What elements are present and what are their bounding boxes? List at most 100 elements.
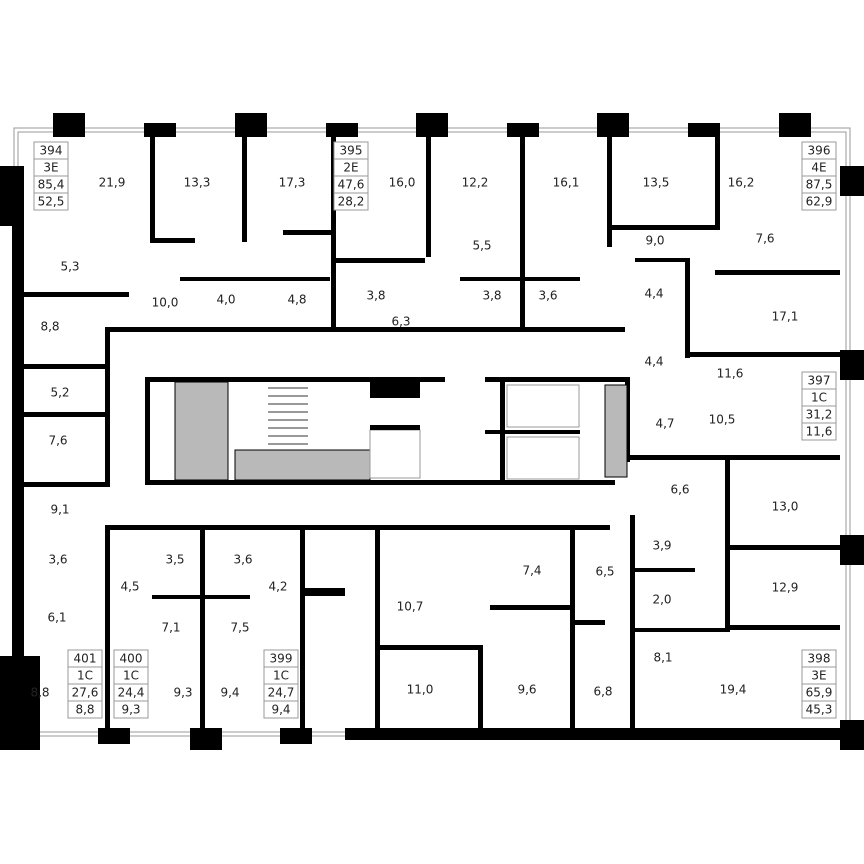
room-area-label: 13,5 — [643, 176, 670, 190]
room-area-label: 9,4 — [220, 686, 239, 700]
apartment-label-cell — [113, 700, 149, 719]
room-area-label: 4,8 — [287, 293, 306, 307]
room-area-label: 3,9 — [652, 539, 671, 553]
apartment-label-cell — [333, 192, 369, 211]
room-area-label: 13,3 — [184, 176, 211, 190]
apartment-total-area: 27,6 — [72, 686, 99, 700]
apartment-living-area: 52,5 — [38, 195, 65, 209]
apartment-type: 1C — [77, 669, 93, 683]
apartment-type: 4E — [811, 161, 826, 175]
room-area-label: 10,5 — [709, 413, 736, 427]
apartment-number: 400 — [120, 652, 143, 666]
apartment-living-area: 11,6 — [806, 425, 833, 439]
room-area-label: 3,6 — [48, 553, 67, 567]
room-area-label: 16,2 — [728, 176, 755, 190]
room-area-label: 9,1 — [50, 503, 69, 517]
apartment-living-area: 9,4 — [271, 703, 290, 717]
room-area-label: 2,0 — [652, 593, 671, 607]
room-area-label: 6,8 — [593, 685, 612, 699]
room-area-label: 6,3 — [391, 315, 410, 329]
room-area-label: 4,5 — [120, 580, 139, 594]
apartment-living-area: 28,2 — [338, 195, 365, 209]
room-area-label: 7,1 — [161, 621, 180, 635]
room-area-label: 4,2 — [268, 580, 287, 594]
apartment-total-area: 24,4 — [118, 686, 145, 700]
apartment-label-cell — [801, 700, 837, 719]
room-area-label: 16,1 — [553, 176, 580, 190]
room-area-label: 7,6 — [48, 434, 67, 448]
apartment-total-area: 65,9 — [806, 686, 833, 700]
room-area-label: 10,0 — [152, 296, 179, 310]
apartment-living-area: 45,3 — [806, 703, 833, 717]
facade-inner-outline — [17, 131, 847, 733]
room-area-label: 4,7 — [655, 417, 674, 431]
room-area-label: 5,5 — [472, 239, 491, 253]
apartment-type: 1C — [273, 669, 289, 683]
apartment-total-area: 47,6 — [338, 178, 365, 192]
apartment-label-cell — [801, 192, 837, 211]
room-area-label: 5,2 — [50, 386, 69, 400]
facade-outline — [13, 127, 851, 737]
room-area-label: 4,0 — [216, 293, 235, 307]
apartment-label-cell — [67, 700, 103, 719]
apartment-number: 395 — [340, 144, 363, 158]
apartment-labels: 3943E85,452,53952E47,628,23964E87,562,93… — [33, 141, 837, 719]
room-area-label: 3,6 — [538, 289, 557, 303]
room-area-label: 12,2 — [462, 176, 489, 190]
room-area-label: 11,6 — [717, 367, 744, 381]
apartment-living-area: 8,8 — [75, 703, 94, 717]
apartment-total-area: 87,5 — [806, 178, 833, 192]
room-area-label: 10,7 — [397, 600, 424, 614]
room-area-label: 5,3 — [60, 260, 79, 274]
apartment-living-area: 62,9 — [806, 195, 833, 209]
room-area-label: 3,6 — [233, 553, 252, 567]
room-area-label: 7,5 — [230, 621, 249, 635]
room-area-label: 17,1 — [772, 310, 799, 324]
room-area-label: 16,0 — [389, 176, 416, 190]
apartment-total-area: 24,7 — [268, 686, 295, 700]
room-area-label: 3,5 — [165, 553, 184, 567]
apartment-label-398: 398 3E 65,9 45,3 — [801, 649, 837, 719]
apartment-label-cell — [801, 422, 837, 441]
apartment-number: 396 — [808, 144, 831, 158]
room-area-label: 19,4 — [720, 683, 747, 697]
apartment-type: 3E — [811, 669, 826, 683]
room-area-label: 6,5 — [595, 565, 614, 579]
apartment-total-area: 31,2 — [806, 408, 833, 422]
room-area-label: 8,8 — [40, 320, 59, 334]
room-area-label: 8,8 — [30, 686, 49, 700]
apartment-label-cell — [263, 700, 299, 719]
room-area-label: 6,1 — [47, 611, 66, 625]
room-area-label: 3,8 — [482, 289, 501, 303]
apartment-type: 1C — [123, 669, 139, 683]
room-area-label: 12,9 — [772, 581, 799, 595]
apartment-type: 2E — [343, 161, 358, 175]
room-area-label: 21,9 — [99, 176, 126, 190]
apartment-label-400: 400 1C 24,4 9,3 — [113, 649, 149, 719]
room-area-label: 6,6 — [670, 483, 689, 497]
apartment-label-401: 401 1C 27,6 8,8 — [67, 649, 103, 719]
room-area-label: 7,6 — [755, 232, 774, 246]
walls — [0, 113, 864, 750]
room-area-label: 3,8 — [366, 289, 385, 303]
apartment-label-395: 395 2E 47,6 28,2 — [333, 141, 369, 211]
apartment-type: 3E — [43, 161, 58, 175]
room-area-label: 11,0 — [407, 683, 434, 697]
apartment-type: 1C — [811, 391, 827, 405]
apartment-label-396: 396 4E 87,5 62,9 — [801, 141, 837, 211]
apartment-number: 398 — [808, 652, 831, 666]
room-area-label: 17,3 — [279, 176, 306, 190]
room-area-label: 9,6 — [517, 683, 536, 697]
apartment-living-area: 9,3 — [121, 703, 140, 717]
apartment-number: 394 — [40, 144, 63, 158]
room-area-label: 4,4 — [644, 355, 663, 369]
apartment-number: 401 — [74, 652, 97, 666]
room-area-label: 8,1 — [653, 651, 672, 665]
room-area-label: 9,0 — [645, 234, 664, 248]
room-area-label: 7,4 — [522, 564, 541, 578]
room-area-label: 4,4 — [644, 287, 663, 301]
apartment-label-cell — [33, 192, 69, 211]
